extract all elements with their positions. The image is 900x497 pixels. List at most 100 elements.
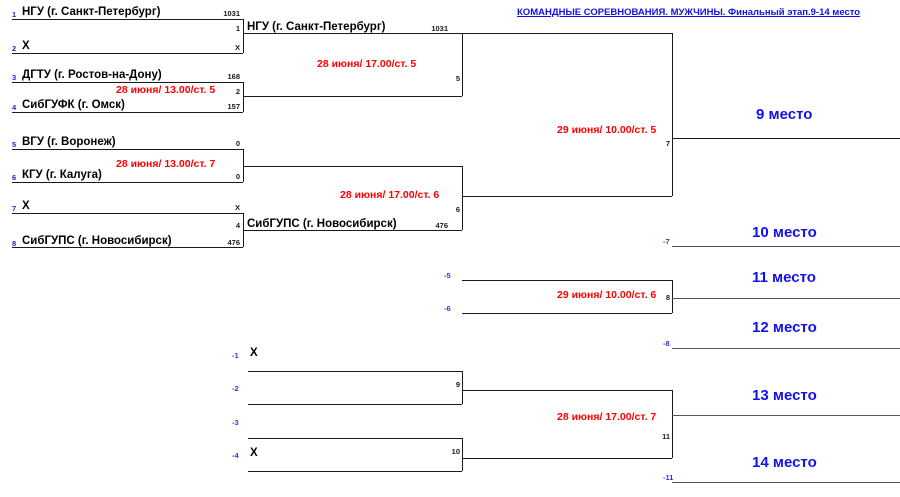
team-score: 157 — [227, 102, 240, 111]
team-name: ДГТУ (г. Ростов-на-Дону) — [22, 69, 162, 81]
seed-number: 3 — [12, 73, 17, 82]
place-line — [672, 246, 900, 247]
bracket-line — [248, 404, 462, 405]
place-label: 9 место — [756, 106, 813, 123]
bracket-line — [243, 166, 462, 167]
place-line — [672, 298, 900, 299]
team-name: СибГУПС (г. Новосибирск) — [247, 218, 397, 230]
bracket-connector — [672, 390, 673, 458]
place-label: 13 место — [752, 387, 817, 404]
bracket-connector — [243, 19, 244, 53]
feed-seed: -4 — [232, 451, 239, 460]
place-line — [672, 415, 900, 416]
team-name: СибГУФК (г. Омск) — [22, 99, 125, 111]
team-name: НГУ (г. Санкт-Петербург) — [22, 6, 161, 18]
seed-number: 4 — [12, 103, 17, 112]
match-result-score: 8 — [665, 293, 670, 302]
bracket-connector — [462, 33, 463, 96]
team-name: СибГУПС (г. Новосибирск) — [22, 235, 172, 247]
team-name: X — [22, 40, 30, 52]
feed-seed: -3 — [232, 418, 239, 427]
team-score: X — [234, 203, 240, 212]
match-result-score: 10 — [451, 447, 460, 456]
seed-number: 8 — [12, 239, 17, 248]
team-score: X — [234, 43, 240, 52]
feed-seed: -8 — [663, 339, 670, 348]
team-score: 476 — [435, 221, 448, 230]
place-line — [672, 138, 900, 139]
bracket-line — [12, 82, 243, 83]
match-result-score: 6 — [455, 205, 460, 214]
match-info: 28 июня/ 13.00/ст. 7 — [116, 158, 216, 170]
bracket-connector — [672, 280, 673, 313]
place-label: 11 место — [752, 269, 816, 286]
bracket-connector — [243, 149, 244, 182]
bracket-connector — [462, 438, 463, 471]
bracket-line — [12, 53, 243, 54]
place-line — [672, 482, 900, 483]
bracket-line — [243, 230, 462, 231]
seed-number: 2 — [12, 44, 17, 53]
advance-seed: 1 — [235, 24, 240, 33]
team-score: 168 — [227, 72, 240, 81]
seed-number: 5 — [12, 140, 17, 149]
bracket-line — [462, 458, 672, 459]
team-score: 476 — [227, 238, 240, 247]
bracket-line — [12, 213, 243, 214]
team-name: КГУ (г. Калуга) — [22, 169, 102, 181]
seed-number: 7 — [12, 204, 17, 213]
advance-seed: 2 — [235, 87, 240, 96]
match-info: 28 июня/ 17.00/ст. 7 — [557, 411, 657, 423]
bracket-line — [462, 280, 672, 281]
bracket-line — [462, 390, 672, 391]
place-label: 10 место — [752, 224, 817, 241]
team-score: 1031 — [223, 9, 240, 18]
feed-seed: -2 — [232, 384, 239, 393]
match-result-score: 11 — [662, 432, 670, 441]
match-result-score: 9 — [455, 380, 460, 389]
team-score: 0 — [235, 139, 240, 148]
match-info: 28 июня/ 17.00/ст. 5 — [317, 58, 417, 70]
place-label: 12 место — [752, 319, 817, 336]
match-result-score: 5 — [455, 74, 460, 83]
bracket-line — [12, 19, 243, 20]
seed-number: 1 — [12, 10, 17, 19]
feed-seed: -5 — [444, 271, 451, 280]
team-score: 1031 — [431, 24, 448, 33]
team-name: НГУ (г. Санкт-Петербург) — [247, 21, 386, 33]
bracket-connector — [672, 33, 673, 196]
match-info: 28 июня/ 13.00/ст. 5 — [116, 84, 216, 96]
place-label: 14 место — [752, 454, 817, 471]
team-score: 0 — [235, 172, 240, 181]
page-title: КОМАНДНЫЕ СОРЕВНОВАНИЯ. МУЖЧИНЫ. Финальн… — [517, 7, 861, 18]
bracket-connector — [462, 166, 463, 230]
bracket-line — [462, 33, 672, 34]
team-name: ВГУ (г. Воронеж) — [22, 136, 116, 148]
bracket-line — [462, 196, 672, 197]
bracket-line — [462, 313, 672, 314]
feed-seed: -6 — [444, 304, 451, 313]
place-line — [672, 348, 900, 349]
seed-number: 6 — [12, 173, 17, 182]
match-info: 29 июня/ 10.00/ст. 5 — [557, 124, 657, 136]
advance-seed: 4 — [235, 221, 240, 230]
match-info: 29 июня/ 10.00/ст. 6 — [557, 289, 657, 301]
bracket-line — [248, 371, 462, 372]
bracket-line — [12, 182, 243, 183]
team-name: X — [250, 447, 258, 459]
bracket-line — [12, 112, 243, 113]
feed-seed: -1 — [232, 351, 239, 360]
feed-seed: -11 — [663, 473, 674, 482]
feed-seed: -7 — [663, 237, 670, 246]
bracket-line — [243, 33, 462, 34]
bracket-line — [248, 471, 462, 472]
team-name: X — [250, 347, 258, 359]
bracket-line — [248, 438, 462, 439]
bracket-line — [243, 96, 462, 97]
bracket-connector — [243, 82, 244, 112]
bracket-line — [12, 247, 243, 248]
team-name: X — [22, 200, 30, 212]
match-info: 28 июня/ 17.00/ст. 6 — [340, 189, 440, 201]
bracket-connector — [462, 371, 463, 404]
bracket-line — [12, 149, 243, 150]
